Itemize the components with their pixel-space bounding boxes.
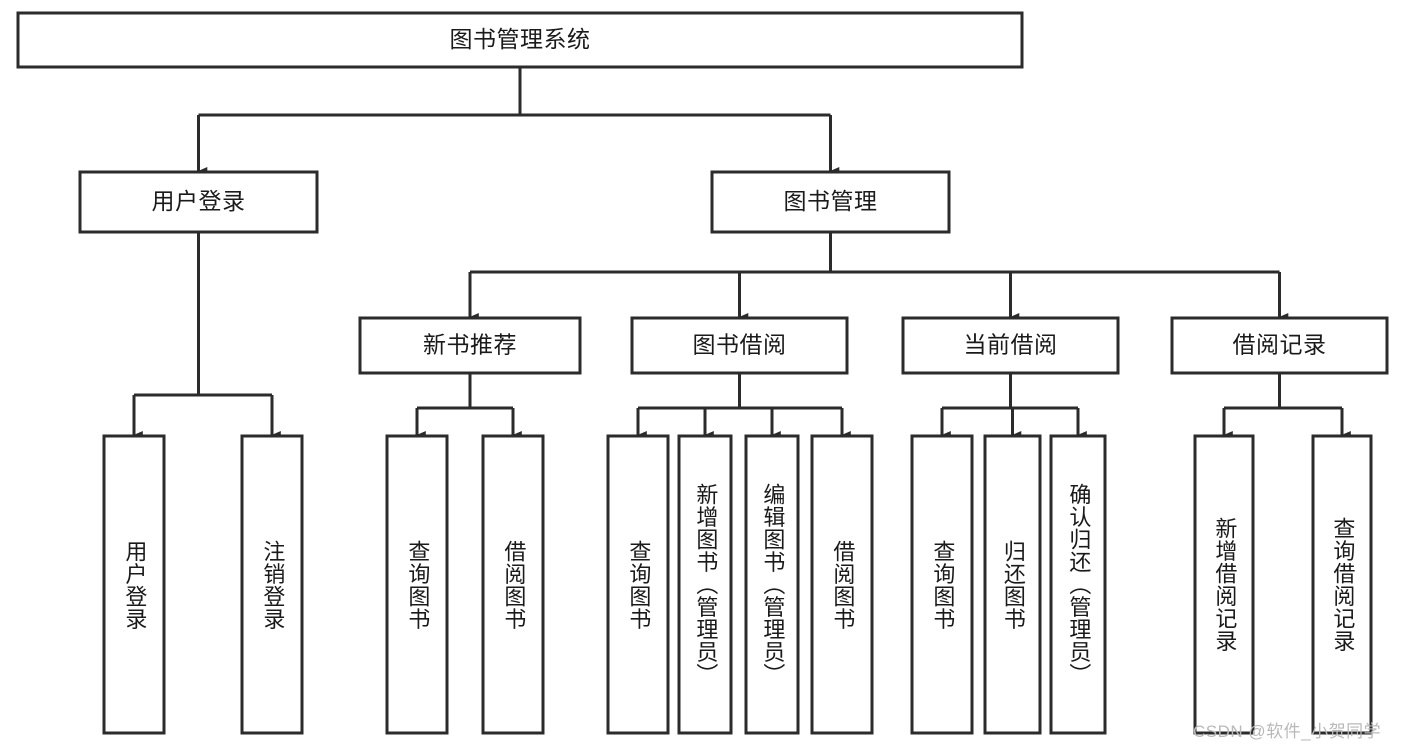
node-leaf-add-record[interactable] [1193,434,1255,735]
node-book-borrow[interactable]: 图书借阅 [630,316,849,375]
node-root[interactable]: 图书管理系统 [16,11,1024,69]
node-leaf-query-books-2[interactable] [606,434,670,735]
node-leaf-borrow-books-2[interactable] [810,434,874,735]
node-box-leaf-edit-book[interactable] [744,434,800,735]
watermark-text: CSDN @软件_小贺同学 [1193,722,1382,741]
node-box-leaf-confirm-return[interactable] [1049,434,1107,735]
edge-group-current-borrow [940,373,1087,439]
node-leaf-confirm-return[interactable] [1049,434,1107,735]
node-box-leaf-query-record[interactable] [1311,434,1373,735]
node-box-leaf-add-record[interactable] [1193,434,1255,735]
node-leaf-query-books-1[interactable] [385,434,449,735]
node-leaf-user-login[interactable] [102,434,166,735]
node-leaf-query-record[interactable] [1311,434,1373,735]
node-label-current-borrow: 当前借阅 [964,332,1058,358]
edge-group-new-book-rec [415,373,522,439]
node-leaf-borrow-books-1[interactable] [481,434,545,735]
node-box-leaf-user-login[interactable] [102,434,166,735]
node-user-login[interactable]: 用户登录 [78,170,319,234]
node-box-borrow-records[interactable] [1170,316,1389,375]
node-box-current-borrow[interactable] [901,316,1120,375]
node-label-borrow-records: 借阅记录 [1233,332,1327,358]
node-box-user-login[interactable] [78,170,319,234]
node-label-book-mgmt: 图书管理 [784,188,878,214]
node-box-new-book-rec[interactable] [358,316,582,375]
node-box-leaf-query-books-2[interactable] [606,434,670,735]
edge-group-borrow-records [1222,373,1351,439]
node-box-book-mgmt[interactable] [710,170,951,234]
node-book-mgmt[interactable]: 图书管理 [710,170,951,234]
node-new-book-rec[interactable]: 新书推荐 [358,316,582,375]
node-box-leaf-logout[interactable] [240,434,304,735]
node-box-leaf-return-books[interactable] [983,434,1042,735]
node-label-root: 图书管理系统 [450,26,591,52]
node-label-new-book-rec: 新书推荐 [423,332,517,358]
edge-group-user-login [132,232,281,439]
node-leaf-logout[interactable] [240,434,304,735]
node-current-borrow[interactable]: 当前借阅 [901,316,1120,375]
node-box-root[interactable] [16,11,1024,69]
edge-group-root [197,67,840,175]
node-leaf-edit-book[interactable] [744,434,800,735]
edge-group-book-borrow [636,373,851,439]
node-leaf-add-book[interactable] [677,434,733,735]
node-label-user-login: 用户登录 [152,188,246,214]
node-label-book-borrow: 图书借阅 [693,332,787,358]
node-box-leaf-borrow-books-2[interactable] [810,434,874,735]
node-box-book-borrow[interactable] [630,316,849,375]
node-box-leaf-borrow-books-1[interactable] [481,434,545,735]
node-box-leaf-query-books-3[interactable] [910,434,974,735]
node-leaf-return-books[interactable] [983,434,1042,735]
node-leaf-query-books-3[interactable] [910,434,974,735]
edge-layer [132,67,1351,439]
node-borrow-records[interactable]: 借阅记录 [1170,316,1389,375]
node-box-leaf-query-books-1[interactable] [385,434,449,735]
edge-group-book-mgmt [468,232,1289,321]
node-box-leaf-add-book[interactable] [677,434,733,735]
